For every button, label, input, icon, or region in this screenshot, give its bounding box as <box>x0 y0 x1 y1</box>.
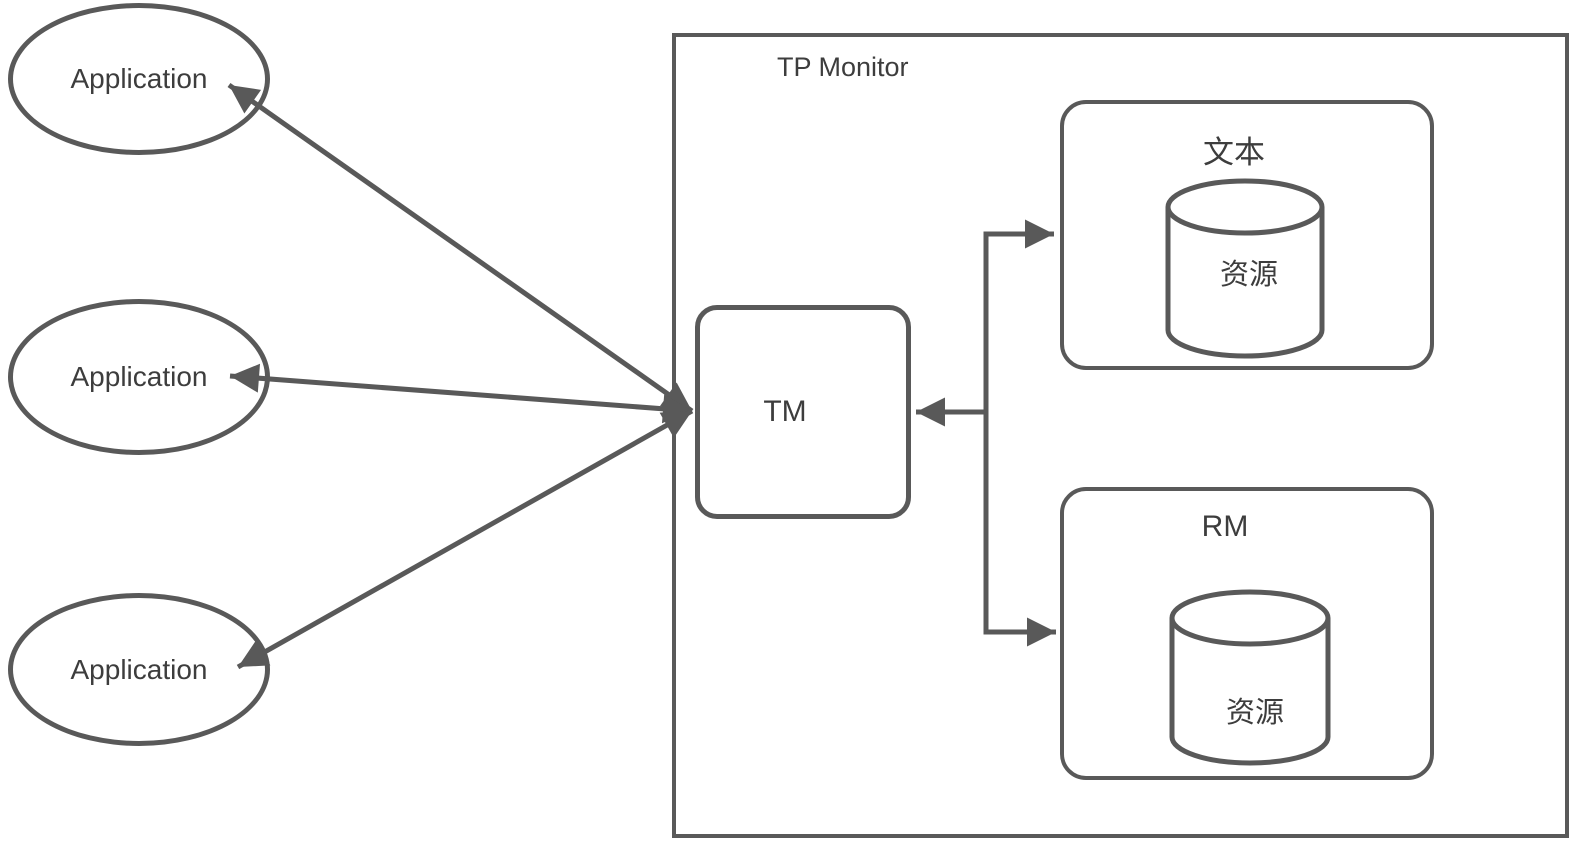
text-group-label: 文本 <box>1203 135 1265 170</box>
application-node-2: Application <box>8 299 270 455</box>
application-node-1: Application <box>8 3 270 155</box>
rm-group-box: RM <box>1060 487 1434 780</box>
application-label-3: Application <box>70 653 208 685</box>
edge-app1-tm <box>227 82 694 414</box>
tp-monitor-label: TP Monitor <box>777 52 909 82</box>
resource-label-rm: 资源 <box>1225 697 1285 729</box>
edge-app2-tm <box>229 363 693 424</box>
resource-label-text: 资源 <box>1219 259 1279 291</box>
application-label-2: Application <box>70 361 208 392</box>
tm-box: TM <box>695 305 911 519</box>
rm-group-label: RM <box>1201 510 1249 543</box>
application-label-1: Application <box>70 63 208 94</box>
text-group-box: 文本 <box>1060 100 1434 370</box>
tm-label: TM <box>763 395 807 428</box>
edge-app3-tm <box>236 408 694 670</box>
application-node-3: Application <box>8 593 270 746</box>
